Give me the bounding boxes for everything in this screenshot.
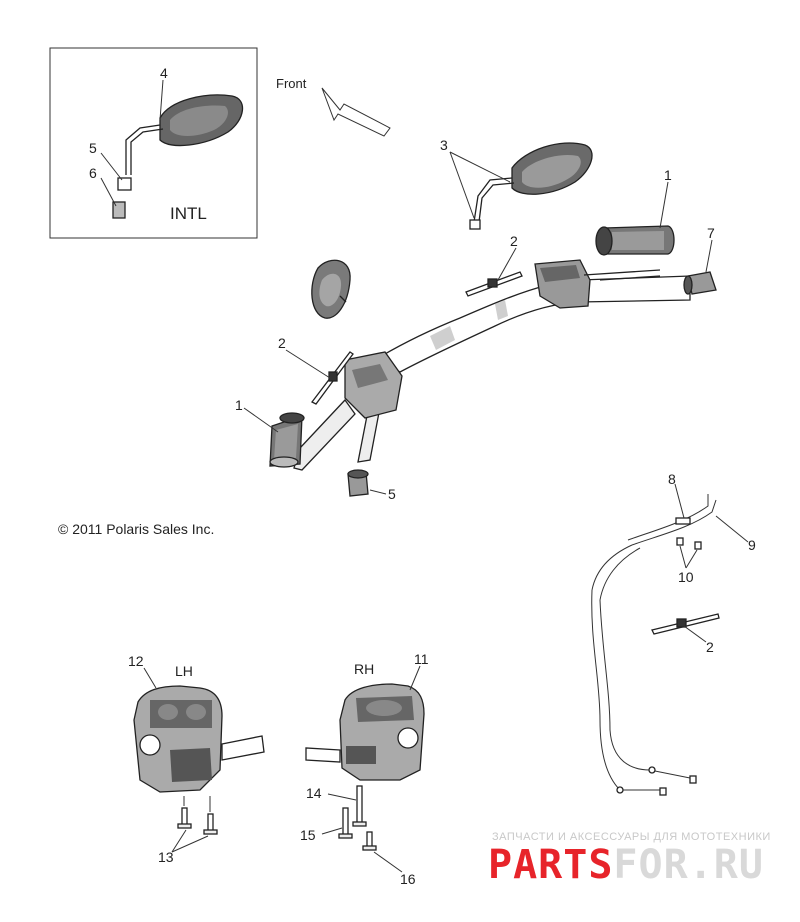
front-arrow xyxy=(321,87,391,137)
lh-screws xyxy=(177,796,218,835)
callout-8: 8 xyxy=(668,471,676,487)
callout-13: 13 xyxy=(158,849,174,865)
callout-6: 6 xyxy=(89,165,97,181)
lh-switch-housing xyxy=(133,685,265,793)
callout-15: 15 xyxy=(300,827,316,843)
callout-11: 11 xyxy=(414,651,429,667)
grip-right xyxy=(595,225,675,256)
intl-mirror xyxy=(112,94,244,219)
handlebar xyxy=(357,275,691,463)
cable-tie-lower xyxy=(651,613,720,635)
callout-7: 7 xyxy=(707,225,715,241)
callout-14: 14 xyxy=(306,785,322,801)
rh-screws xyxy=(338,785,377,851)
lh-label: LH xyxy=(175,663,193,679)
mirror-right xyxy=(469,142,593,230)
bar-end-left xyxy=(347,469,369,497)
callout-2-middle: 2 xyxy=(278,335,286,351)
callout-10: 10 xyxy=(678,569,694,585)
left-control-housing xyxy=(293,351,403,471)
intl-label: INTL xyxy=(170,204,207,223)
callout-5: 5 xyxy=(388,486,396,502)
callout-1-right: 1 xyxy=(664,167,672,183)
intl-inset-box xyxy=(49,47,258,239)
rh-switch-housing xyxy=(305,683,425,781)
callout-3: 3 xyxy=(440,137,448,153)
callout-9: 9 xyxy=(748,537,756,553)
callout-12: 12 xyxy=(128,653,144,669)
mirror-left xyxy=(311,259,351,319)
callout-1-left: 1 xyxy=(235,397,243,413)
callout-2-lower: 2 xyxy=(706,639,714,655)
callout-5-intl: 5 xyxy=(89,140,97,156)
front-label: Front xyxy=(276,76,307,91)
watermark-tagline: ЗАПЧАСТИ И АКСЕССУАРЫ ДЛЯ МОТОТЕХНИКИ xyxy=(492,831,771,843)
watermark: ЗАПЧАСТИ И АКСЕССУАРЫ ДЛЯ МОТОТЕХНИКИ PA… xyxy=(488,831,771,888)
callout-4: 4 xyxy=(160,65,168,81)
callout-16: 16 xyxy=(400,871,416,887)
cable-tie-upper xyxy=(465,271,523,297)
grip-left xyxy=(269,412,305,468)
cable-assembly xyxy=(591,494,717,796)
cable-tie-middle xyxy=(311,351,354,405)
callout-2-upper: 2 xyxy=(510,233,518,249)
right-control-housing xyxy=(534,259,661,309)
watermark-brand: PARTSFOR.RU xyxy=(488,842,764,888)
bar-end-right xyxy=(683,271,717,295)
copyright-text: © 2011 Polaris Sales Inc. xyxy=(58,521,214,537)
rh-label: RH xyxy=(354,661,374,677)
